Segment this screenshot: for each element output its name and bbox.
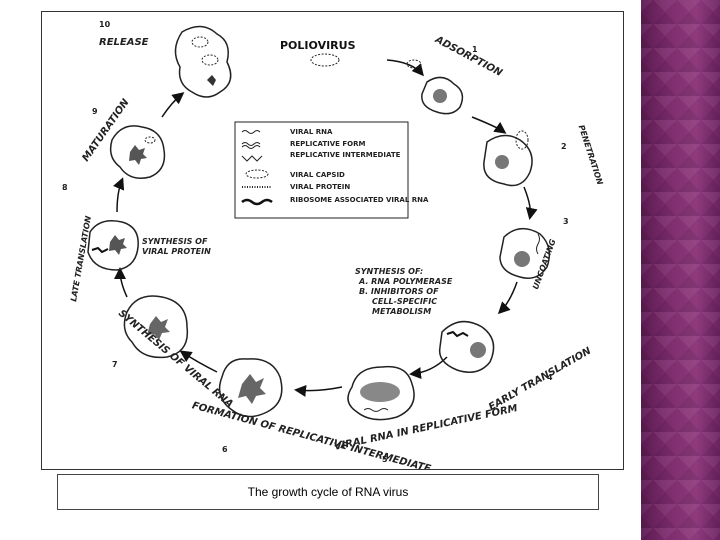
- nucleus-icon: [238, 374, 266, 404]
- caption-box: The growth cycle of RNA virus: [57, 474, 599, 510]
- virion-icon: [201, 54, 219, 66]
- annotation-text: B. INHIBITORS OF: [359, 287, 439, 296]
- nucleus-icon: [147, 316, 170, 340]
- cycle-arrow: [294, 384, 343, 397]
- step-number: 9: [92, 107, 98, 116]
- cell-late-translation: [87, 220, 139, 271]
- virion-icon: [406, 59, 422, 69]
- step-label: RELEASE: [99, 37, 149, 48]
- nucleus-icon: [109, 235, 127, 255]
- step-label: EARLY TRANSLATION: [487, 345, 594, 413]
- cycle-arrow: [179, 350, 218, 373]
- cell-replicative-form: [347, 365, 415, 421]
- nucleus-icon: [207, 75, 216, 86]
- cycle-arrow: [113, 177, 125, 213]
- nucleus-icon: [433, 89, 447, 103]
- step-number: 5: [382, 455, 388, 464]
- nucleus-icon: [470, 342, 486, 358]
- step-number: 6: [222, 445, 228, 454]
- cell-release: [174, 25, 232, 98]
- step-number: 2: [561, 142, 567, 151]
- legend-swatch: [241, 198, 273, 206]
- cycle-arrow: [471, 116, 507, 134]
- step-label: ADSORPTION: [432, 34, 504, 79]
- virion-icon: [310, 53, 340, 67]
- legend-swatch: [241, 142, 261, 149]
- legend-box: [234, 121, 409, 219]
- step-label: PENETRATION: [577, 124, 605, 186]
- cell-adsorption: [421, 76, 464, 115]
- annotation-text: METABOLISM: [372, 307, 431, 316]
- step-label: LATE TRANSLATION: [69, 215, 93, 302]
- annotation-text: VIRAL PROTEIN: [142, 247, 211, 256]
- step-label: UNCOATING: [531, 237, 558, 290]
- annotation-text: CELL-SPECIFIC: [372, 297, 437, 306]
- nucleus-icon: [495, 155, 509, 169]
- figure-caption: The growth cycle of RNA virus: [247, 485, 409, 499]
- cycle-arrow: [161, 92, 185, 118]
- annotation-text: SYNTHESIS OF:: [355, 267, 423, 276]
- legend-swatch: [241, 155, 263, 162]
- step-number: 3: [563, 217, 569, 226]
- step-number: 1: [472, 45, 478, 54]
- cell-uncoating: [499, 228, 551, 279]
- cell-replicative-intermediate: [218, 358, 283, 418]
- decorative-side-band: [641, 0, 720, 540]
- legend-entry: VIRAL PROTEIN: [290, 183, 350, 191]
- cycle-arrow: [114, 267, 128, 298]
- lifecycle-figure: POLIOVIRUS 10 RELEASE 1 ADSORPTION 2 PEN…: [41, 11, 624, 470]
- virion-icon: [515, 130, 529, 150]
- ribosome-rna-icon: [91, 246, 109, 254]
- step-label: SYNTHESIS OF VIRAL RNA: [116, 308, 235, 410]
- nucleus-icon: [514, 251, 530, 267]
- viral-rna-icon: [536, 233, 540, 255]
- step-number: 8: [62, 183, 68, 192]
- diagram-title: POLIOVIRUS: [280, 39, 356, 52]
- legend-entry: RIBOSOME ASSOCIATED VIRAL RNA: [290, 196, 429, 204]
- step-number: 7: [112, 360, 118, 369]
- replicative-form-icon: [363, 408, 389, 412]
- legend-swatch: [241, 130, 261, 134]
- cell-viral-rna-synthesis: [123, 295, 189, 359]
- cycle-arrow: [386, 59, 424, 77]
- cell-penetration: [483, 134, 533, 187]
- annotation-text: SYNTHESIS OF: [142, 237, 208, 246]
- lifecycle-diagram: POLIOVIRUS 10 RELEASE 1 ADSORPTION 2 PEN…: [62, 20, 605, 469]
- nucleus-icon: [129, 145, 147, 165]
- cycle-arrow: [523, 186, 538, 220]
- legend-entry: VIRAL CAPSID: [290, 171, 345, 179]
- legend-entry: VIRAL RNA: [290, 128, 333, 136]
- virion-icon: [144, 136, 156, 144]
- cycle-arrow: [409, 356, 448, 380]
- annotation-text: A. RNA POLYMERASE: [358, 277, 453, 286]
- cell-maturation: [109, 125, 166, 179]
- cycle-arrow: [497, 281, 518, 315]
- legend-swatch: [245, 169, 269, 179]
- step-label: MATURATION: [80, 97, 132, 164]
- cell-early-translation: [438, 320, 495, 373]
- step-number: 10: [99, 20, 111, 29]
- legend-entry: REPLICATIVE INTERMEDIATE: [290, 151, 401, 159]
- legend-entry: REPLICATIVE FORM: [290, 140, 366, 148]
- ribosome-rna-icon: [446, 330, 469, 338]
- virion-icon: [191, 36, 209, 48]
- nucleus-icon: [360, 382, 400, 402]
- step-number: 4: [547, 373, 553, 382]
